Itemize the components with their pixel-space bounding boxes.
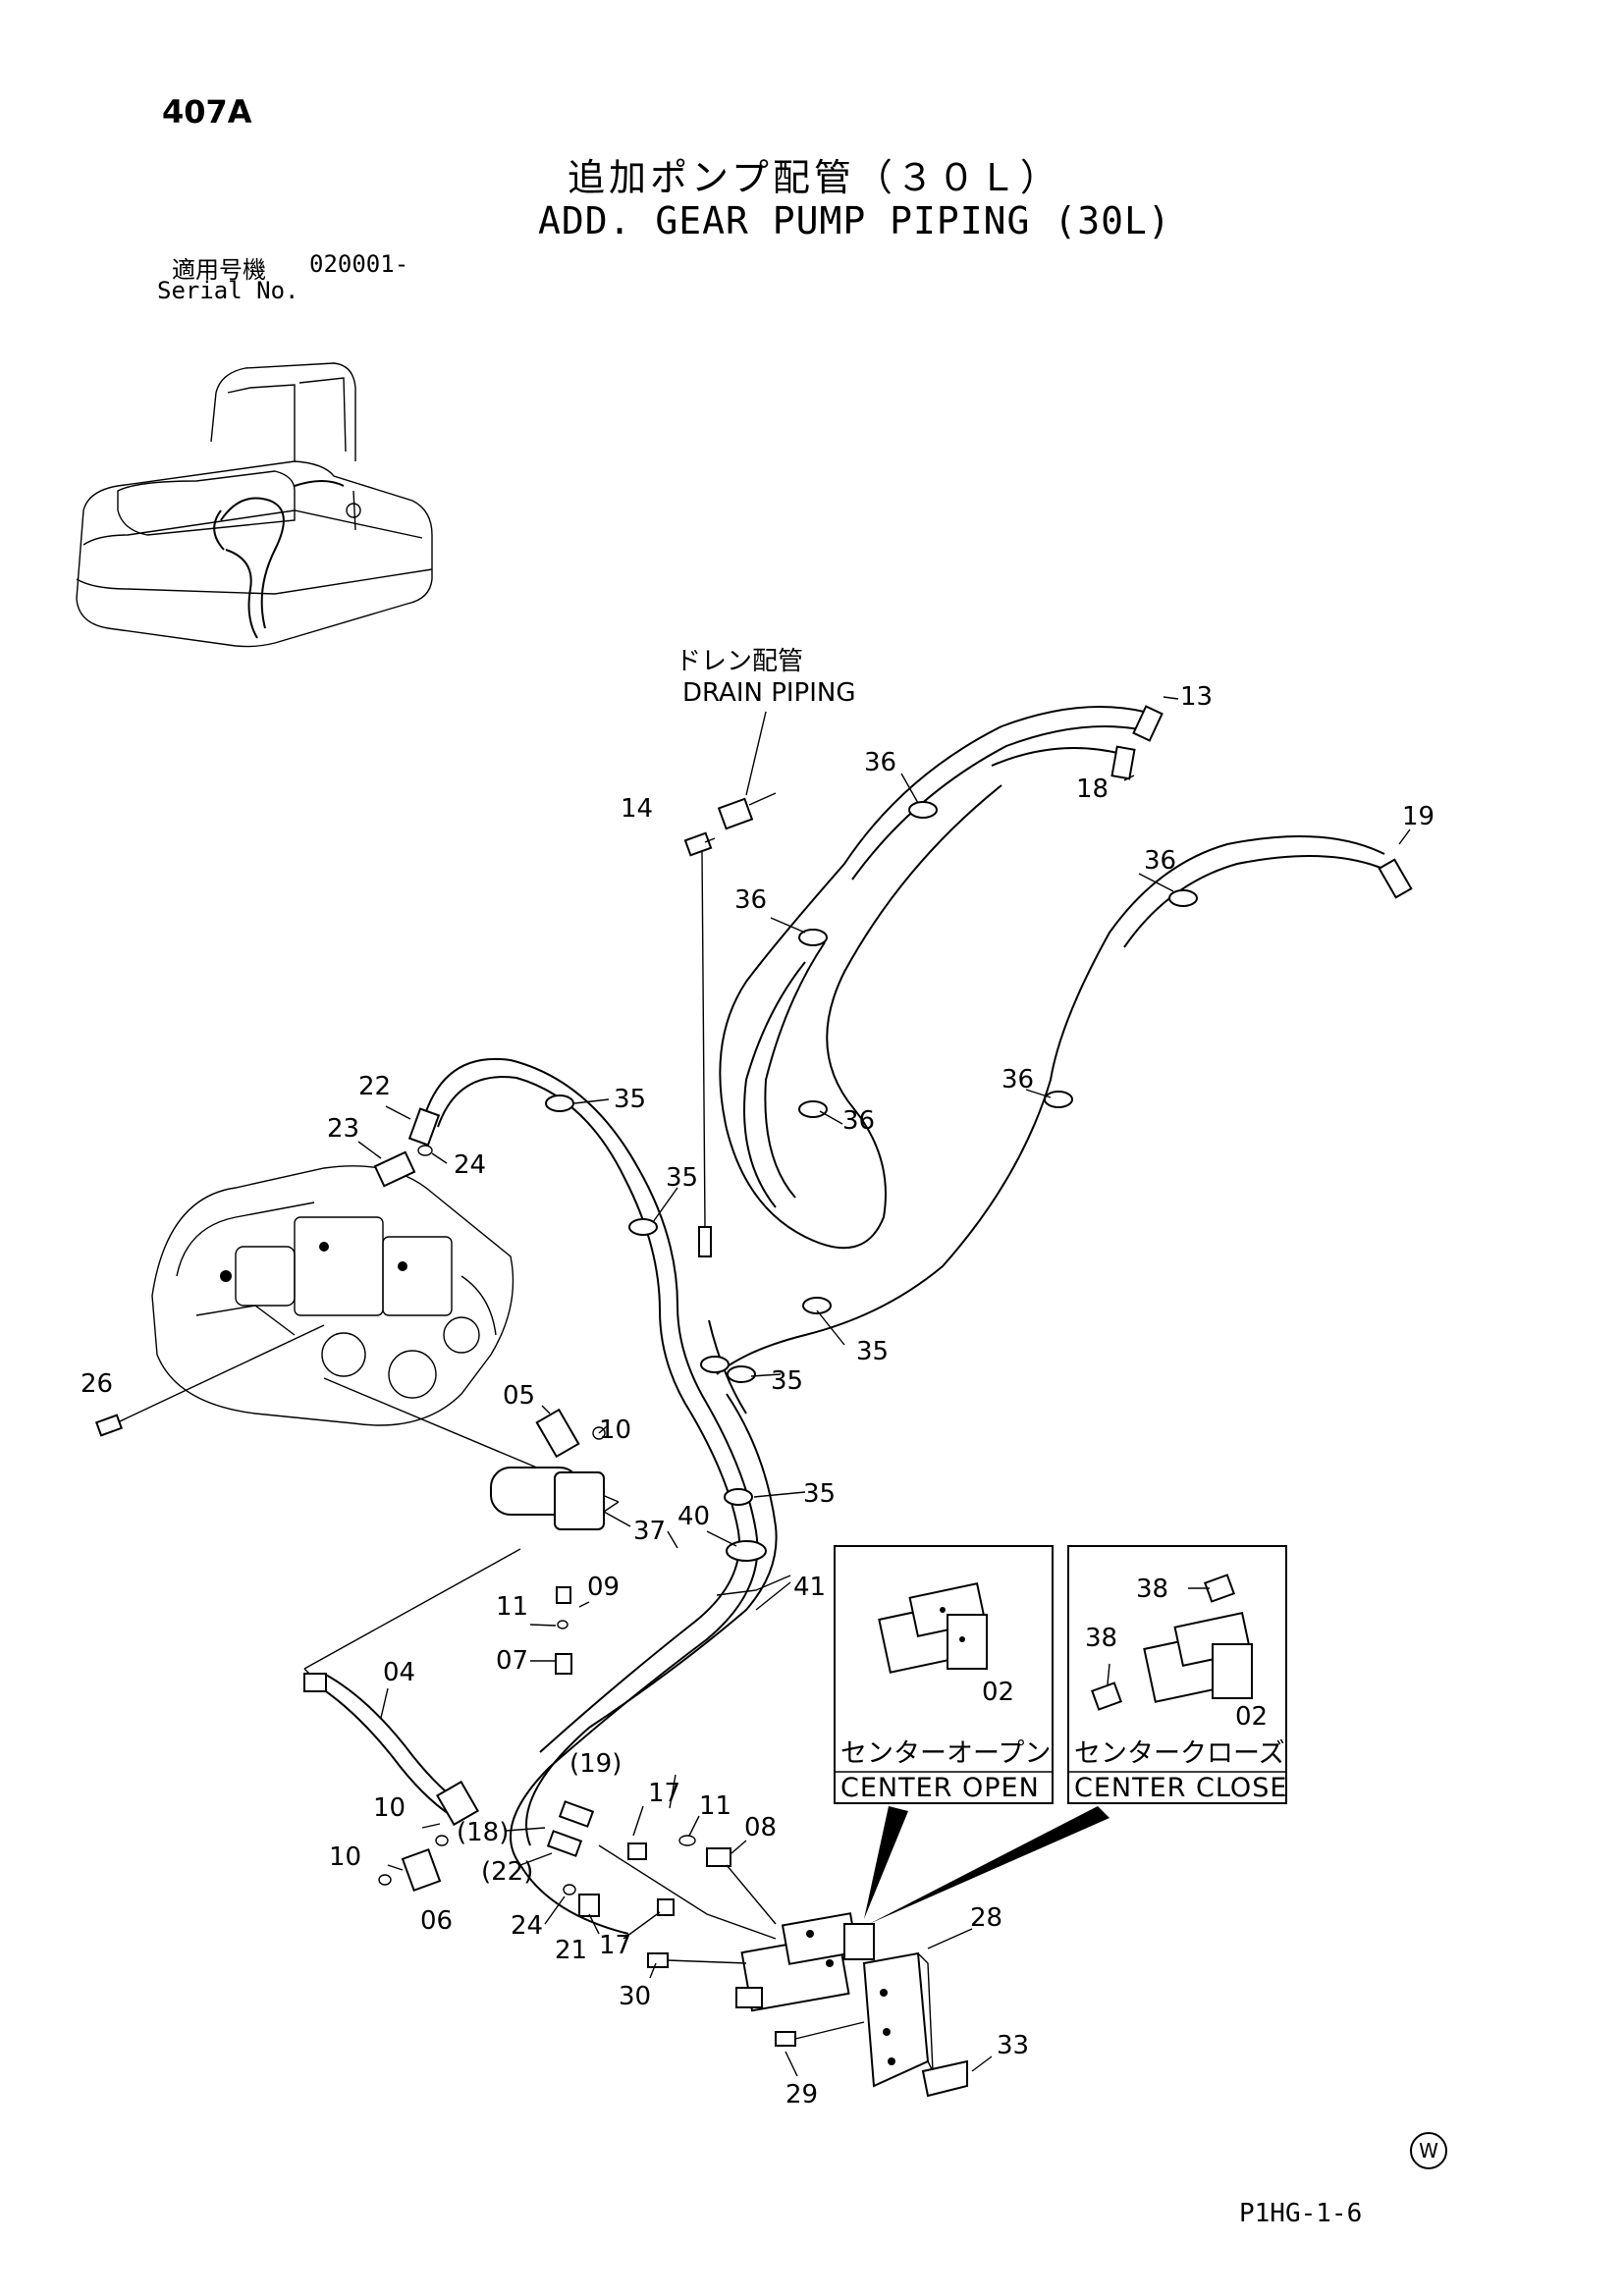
part-label-10-b: 10 [373,1793,406,1823]
part-label-06: 06 [420,1906,453,1936]
part-label-23: 23 [327,1114,359,1144]
part-label-35-e: 35 [803,1479,836,1509]
part-label-14: 14 [621,794,653,824]
part-label-41: 41 [793,1573,826,1602]
part-label-11-b: 11 [699,1791,731,1821]
title-japanese: 追加ポンプ配管（３０Ｌ） [568,156,1061,199]
part-label-22: 22 [358,1072,391,1101]
part-label-18-ref: (18) [457,1818,509,1847]
bracket-28 [862,1951,934,2088]
sheet-code: P1HG-1-6 [1239,2199,1363,2228]
part-label-05: 05 [503,1381,535,1411]
center-open-inset: 02 センターオープン CENTER OPEN [834,1545,1054,1804]
center-open-label-japanese: センターオープン [840,1738,1051,1769]
fittings-23-24 [373,1145,433,1188]
serial-label-english: Serial No. [157,277,299,304]
part-label-36-a: 36 [864,748,896,777]
part-label-36-e: 36 [842,1106,875,1136]
gear-pump-37 [303,1377,620,1680]
hose-to-19 [716,835,1413,1375]
leader-lines [357,696,1411,2077]
fitting-07 [555,1620,572,1675]
part-label-13: 13 [1180,682,1213,712]
part-label-35-c: 35 [856,1337,889,1366]
part-label-36-c: 36 [734,885,767,915]
part-label-35-a: 35 [614,1085,646,1114]
part-number-labels: 13 18 19 36 36 36 36 36 14 22 23 24 35 3… [81,682,1435,2109]
fittings-cluster [546,1800,777,1940]
part-label-04: 04 [383,1658,415,1687]
part-label-10-a: 10 [599,1415,631,1445]
part-label-35-d: 35 [771,1366,803,1396]
center-close-inset: 38 38 02 センタークローズ CENTER CLOSE [1067,1545,1287,1804]
page-code: 407A [162,93,252,131]
center-open-label-english: CENTER OPEN [840,1773,1040,1803]
part-label-38-lower: 38 [1085,1624,1117,1653]
part-label-33: 33 [997,2031,1029,2060]
part-label-19-ref: (19) [569,1749,622,1779]
title-english: ADD. GEAR PUMP PIPING (30L) [538,199,1171,242]
part-label-37: 37 [633,1517,666,1546]
plate-33 [921,2059,968,2098]
part-label-22-ref: (22) [481,1857,533,1887]
part-label-18: 18 [1076,774,1109,804]
bolts-29-30 [647,1952,865,2047]
hose-bundle-upper [719,705,1164,1250]
part-label-10-c: 10 [329,1842,361,1872]
inset-pointers [864,1806,1110,1924]
part-label-24: 24 [454,1150,486,1180]
part-label-02: 02 [982,1678,1014,1707]
part-label-21: 21 [555,1936,587,1965]
drain-piping-label-japanese: ドレン配管 [676,647,803,676]
hose-clamps [545,801,1198,1562]
serial-number-value: 020001- [309,250,409,278]
center-close-label-japanese: センタークローズ [1074,1738,1285,1769]
part-label-28: 28 [970,1903,1002,1933]
part-label-30: 30 [619,1982,651,2011]
drain-piping [717,711,777,830]
part-label-09: 09 [587,1573,620,1602]
part-label-17-a: 17 [648,1779,680,1808]
gear-pump-assembly-illustration [151,1165,514,1426]
part-label-36-b: 36 [1144,846,1176,876]
part-label-24-b: 24 [511,1911,543,1941]
center-close-label-english: CENTER CLOSE [1074,1773,1287,1803]
part-label-38-upper: 38 [1136,1575,1168,1604]
drain-piping-label-english: DRAIN PIPING [682,678,856,708]
part-label-19: 19 [1402,802,1435,831]
part-label-07: 07 [496,1646,528,1676]
part-label-08: 08 [744,1813,777,1842]
fitting-26 [94,1324,325,1437]
part-label-35-b: 35 [666,1163,698,1193]
hose-04 [303,1673,479,1827]
part-label-26: 26 [81,1369,113,1399]
control-valve-02 [735,1912,875,2012]
part-label-40: 40 [677,1502,710,1531]
excavator-overview-illustration [76,362,433,648]
part-label-17-b: 17 [599,1931,631,1960]
serial-label-japanese: 適用号機 [172,256,266,284]
part-label-36-d: 36 [1001,1065,1034,1095]
watermark-circle-mark: W [1410,2132,1447,2169]
elbow-fitting-06 [378,1835,449,1893]
drain-line [683,831,716,1257]
hose-main-22 [407,1057,778,1935]
part-label-29: 29 [785,2080,818,2109]
part-label-11-a: 11 [496,1592,528,1622]
part-label-02-close: 02 [1235,1702,1268,1732]
